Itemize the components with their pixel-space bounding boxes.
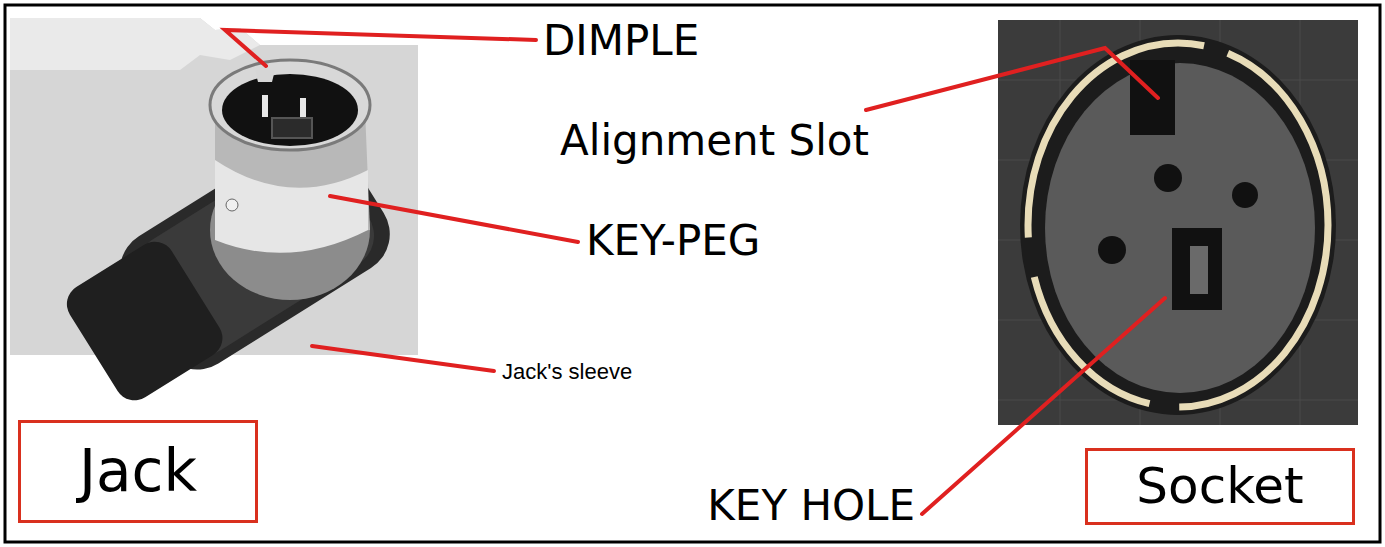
part-label: KEY HOLE xyxy=(707,483,915,529)
title-box: Socket xyxy=(1085,448,1355,525)
title-text: Socket xyxy=(1136,459,1303,514)
part-label: DIMPLE xyxy=(543,18,699,64)
part-label: Jack's sleeve xyxy=(502,360,632,384)
part-label: Alignment Slot xyxy=(560,118,869,164)
title-text: Jack xyxy=(79,440,197,504)
title-box: Jack xyxy=(18,420,258,523)
part-label: KEY-PEG xyxy=(586,218,760,264)
